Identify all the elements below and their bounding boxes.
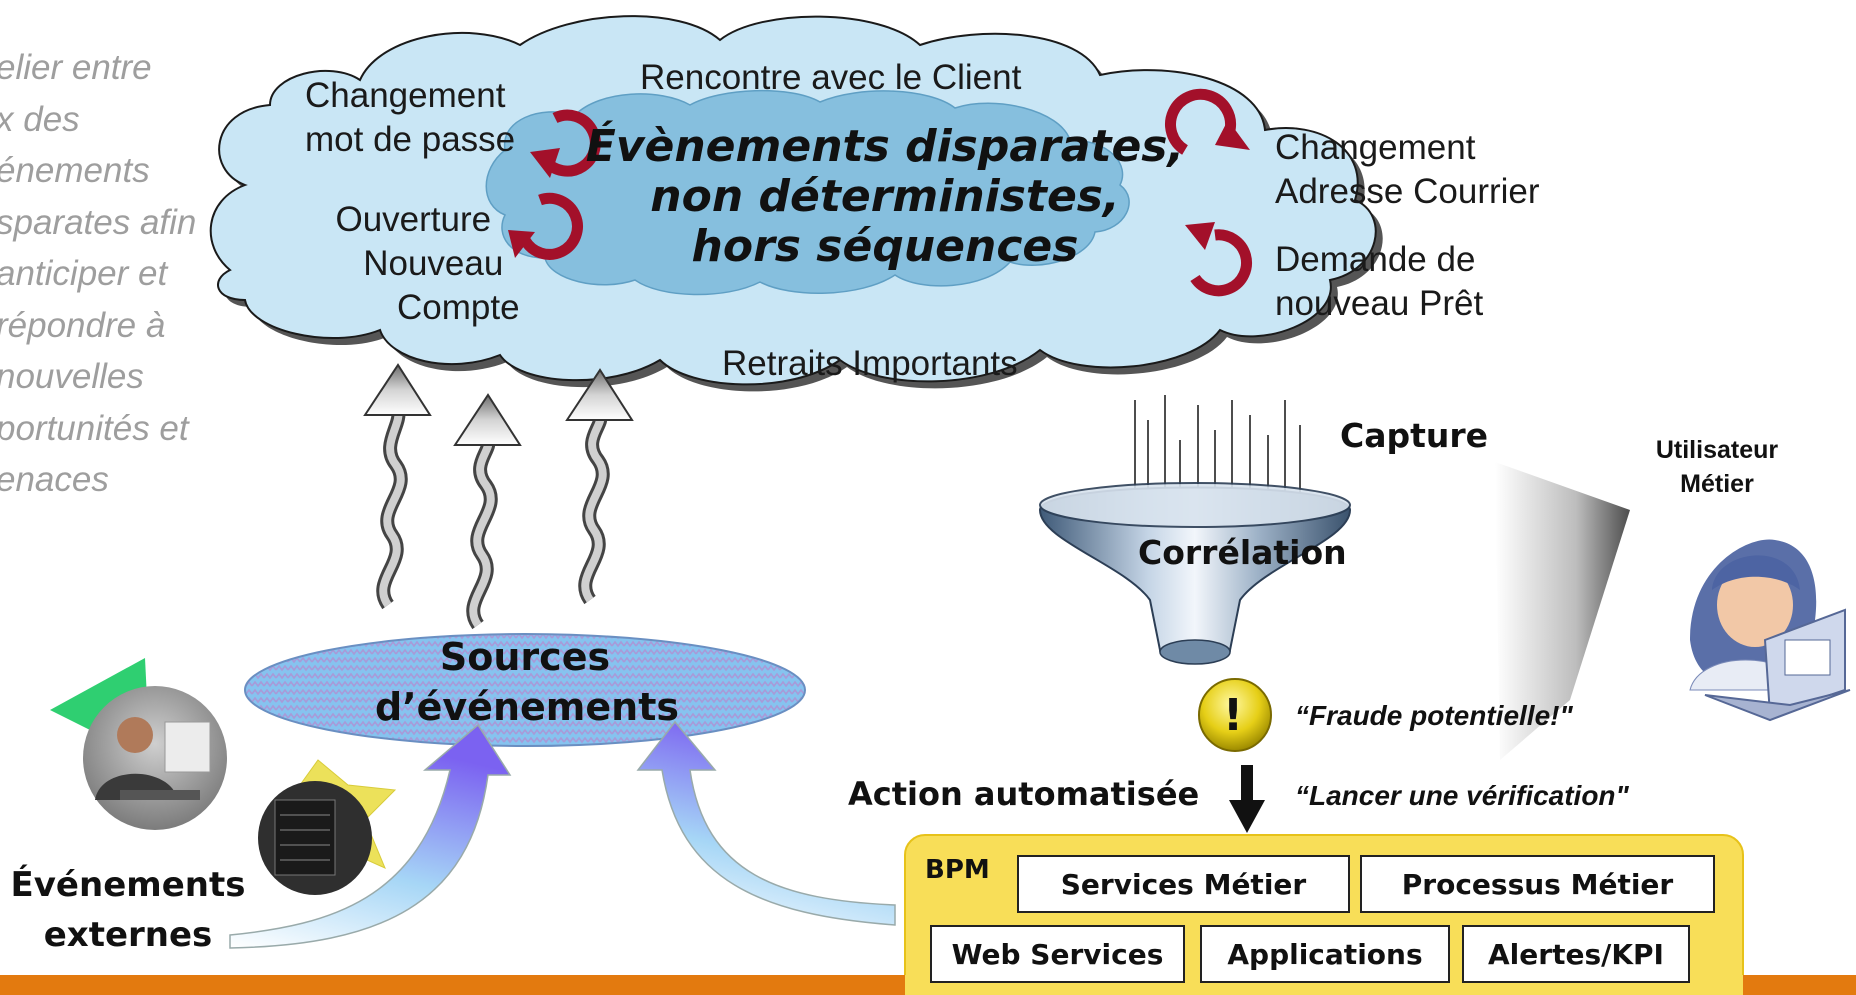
wavy-up-arrow-icon	[363, 363, 432, 610]
event-sources-ellipse	[244, 633, 806, 747]
applications-box: Applications	[1200, 925, 1450, 983]
capture-label: Capture	[1340, 416, 1489, 455]
bpm-title: BPM	[925, 855, 990, 885]
fraud-alert-text: “Fraude potentielle!"	[1295, 700, 1573, 731]
refresh-arrow-icon	[1185, 222, 1252, 297]
business-process-box: Processus Métier	[1360, 855, 1715, 913]
cloud-label-new-account: Ouverture Nouveau Compte	[335, 200, 520, 327]
alert-icon	[1198, 678, 1272, 752]
person-phone-photo	[83, 686, 227, 830]
curved-arrow-icon	[636, 720, 896, 926]
wavy-up-arrow-icon	[453, 393, 522, 630]
down-arrow-icon	[1229, 765, 1265, 833]
curved-arrow-icon	[229, 723, 512, 949]
alerts-kpi-box: Alertes/KPI	[1462, 925, 1690, 983]
automated-action-label: Action automatisée	[848, 775, 1200, 813]
wavy-up-arrow-icon	[565, 368, 634, 605]
capture-beam	[1495, 462, 1630, 760]
server-photo	[258, 781, 372, 895]
correlation-funnel	[1038, 482, 1352, 665]
refresh-arrow-icon	[530, 109, 601, 178]
external-events-label: Événements externes	[10, 865, 246, 955]
intro-text: elier entre x des énements sparates afin…	[0, 48, 197, 499]
cloud-label-withdrawals: Retraits Importants	[722, 344, 1018, 383]
cloud-label-client-meeting: Rencontre avec le Client	[640, 58, 1022, 97]
business-user-avatar	[1689, 539, 1851, 722]
business-services-box: Services Métier	[1017, 855, 1350, 913]
business-user-label: Utilisateur Métier	[1655, 436, 1779, 498]
cloud-center-title: Évènements disparates, non déterministes…	[585, 121, 1185, 272]
cloud-label-password-change: Changement mot de passe	[305, 76, 516, 159]
verification-text: “Lancer une vérification"	[1295, 780, 1629, 811]
alert-symbol: !	[1223, 690, 1244, 741]
refresh-arrow-icon	[508, 192, 583, 260]
cloud-label-loan-request: Demande de nouveau Prêt	[1275, 240, 1484, 323]
web-services-box: Web Services	[930, 925, 1185, 983]
cloud-label-address-change: Changement Adresse Courrier	[1275, 128, 1540, 211]
refresh-arrow-icon	[1165, 88, 1250, 155]
event-sources-label: Sources d’événements	[375, 635, 679, 729]
event-cloud	[209, 15, 1383, 392]
correlation-label: Corrélation	[1138, 533, 1347, 572]
